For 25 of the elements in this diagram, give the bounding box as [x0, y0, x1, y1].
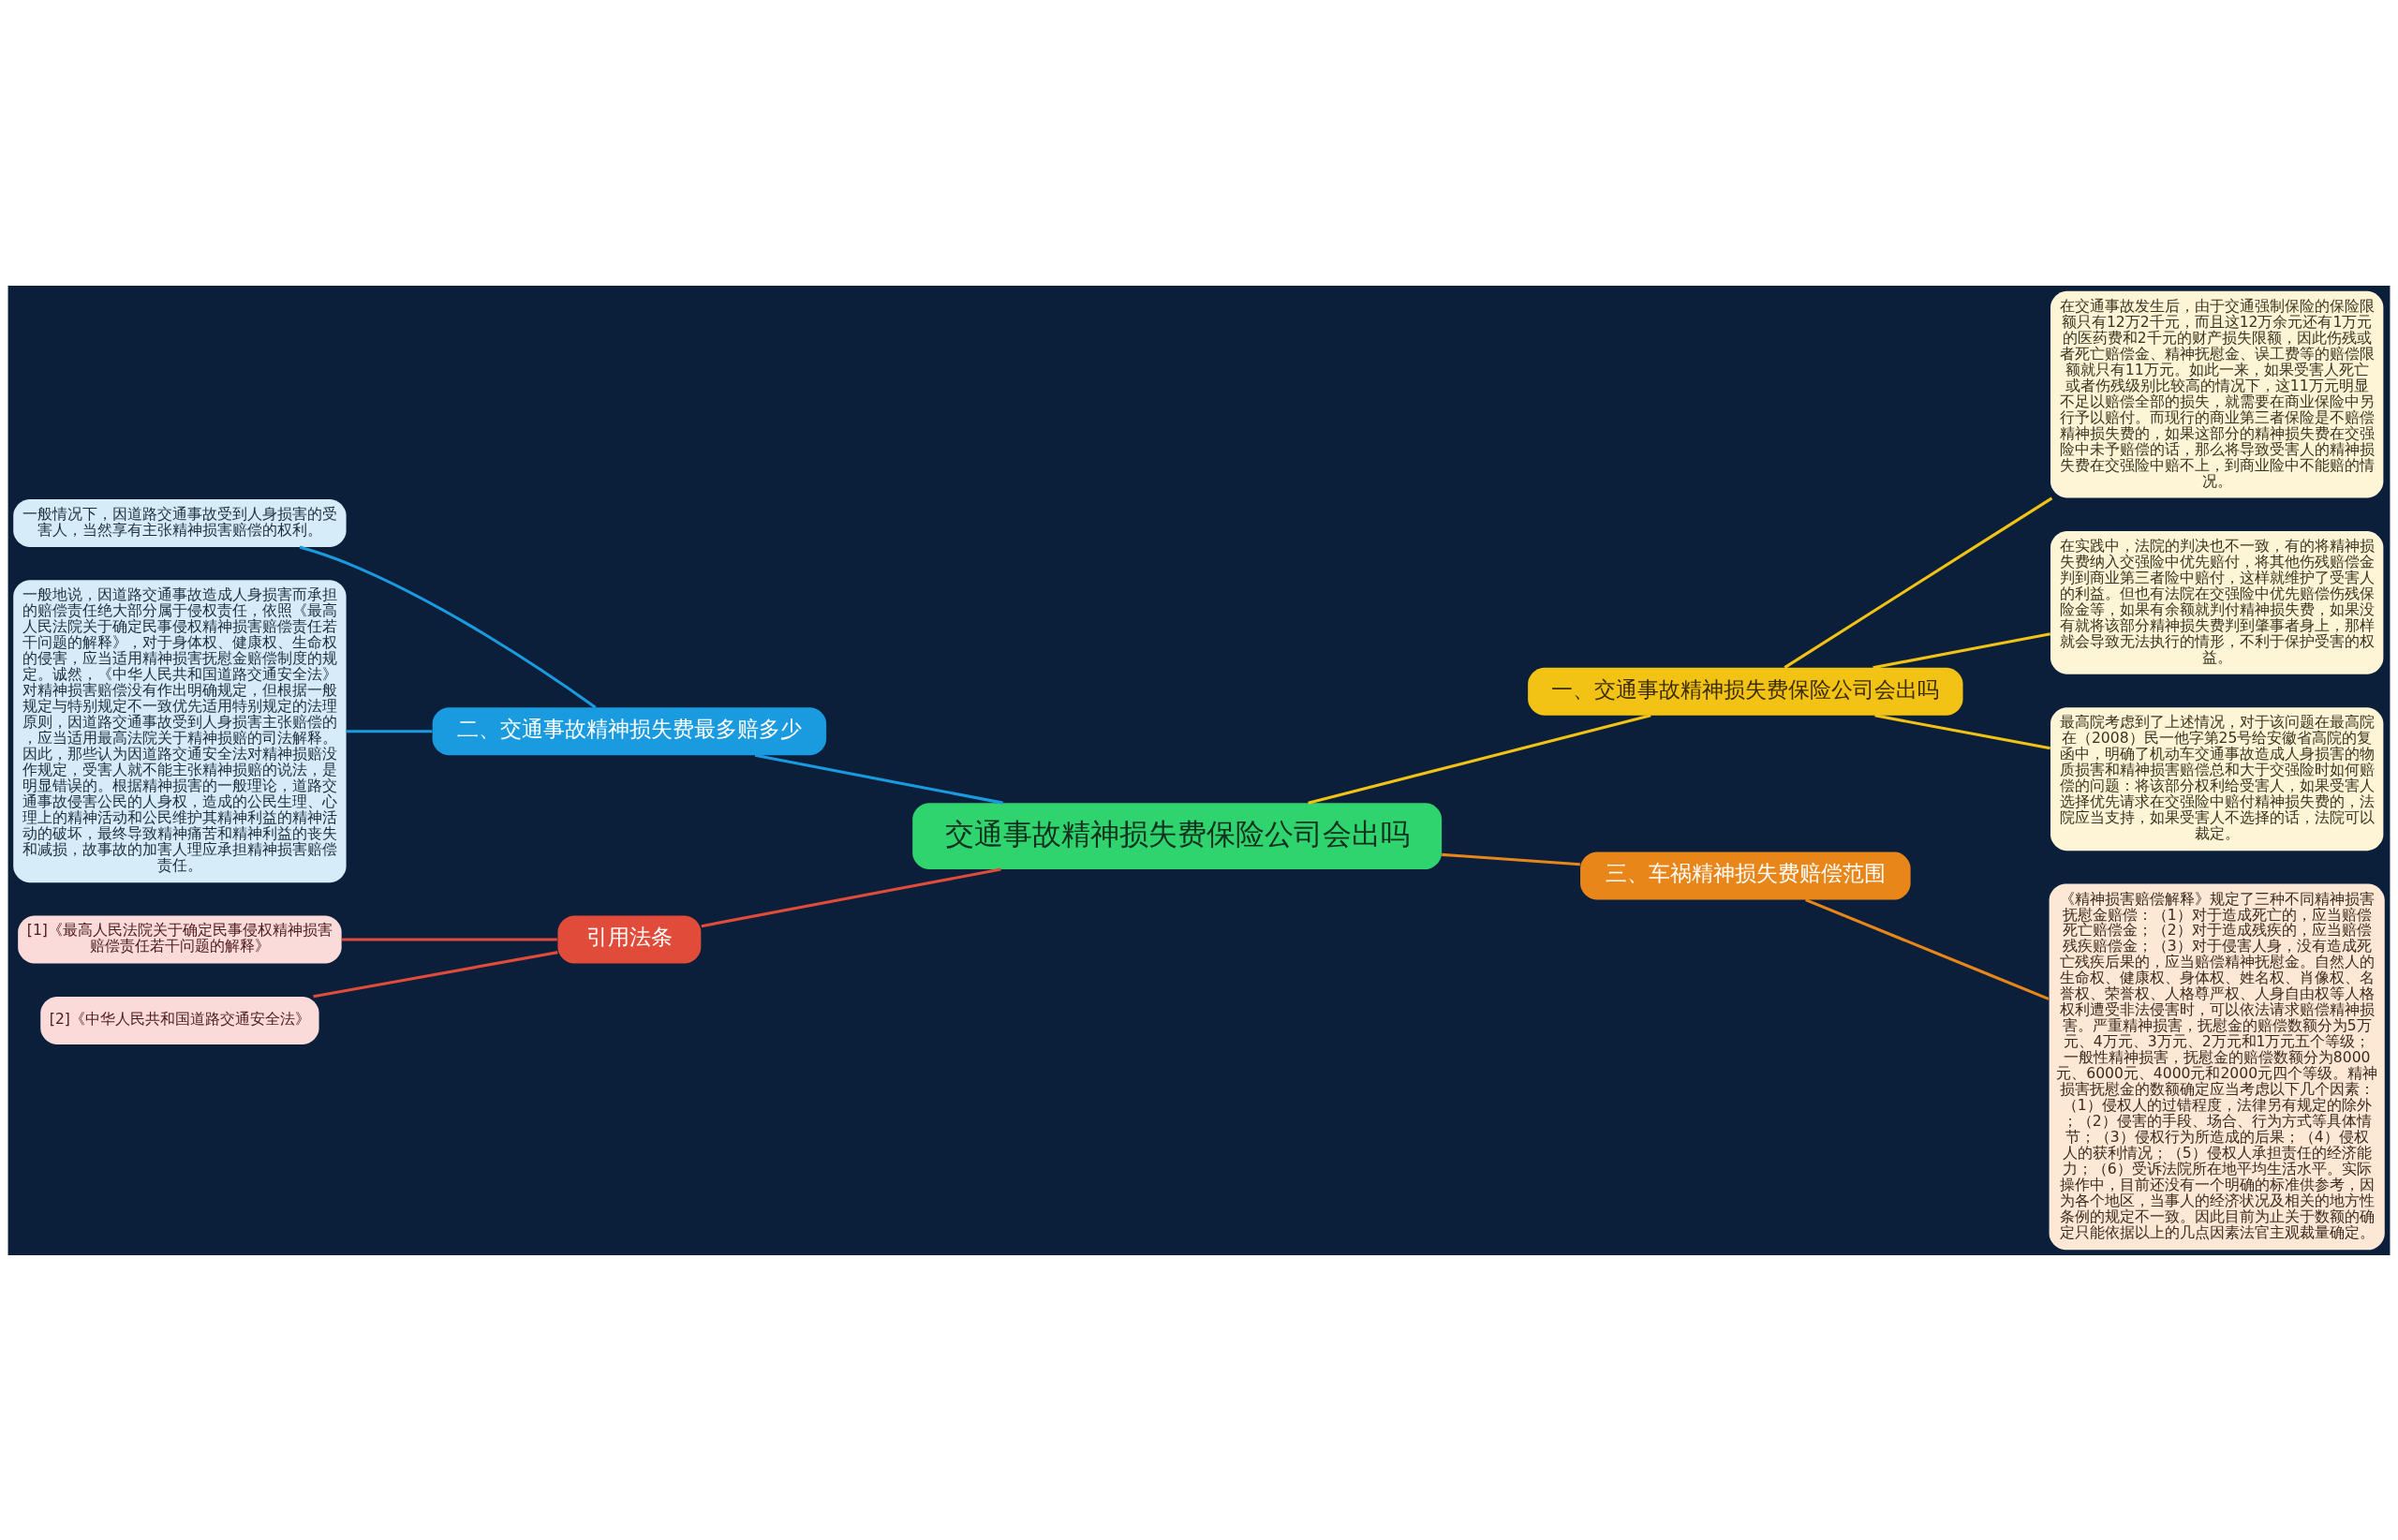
connector — [341, 937, 557, 941]
node-box: 在交通事故发生后，由于交通强制保险的保险限额只有12万2千元，而且这12万余元还有1万元的医药费和2千元的财产损失限额，因此伤残或者死亡赔偿金、精神抚慰金、误工费等的赔偿限额就只有11万元。如此一来，如果受害人死亡或者伤残级别比较高的情况下，这11万元明显不足以赔偿全部的损失，就需要在商业保险中另行予以赔付。而现行的商业第三者保险是不赔偿精神损失费的，如果这部分的精神损失费在交强险中未予赔偿的话，那么将导致受害人的精神损失费在交强险中赔不上，到商业险中不能赔的情况。 — [2050, 290, 2384, 498]
node-box: 一般地说，因道路交通事故造成人身损害而承担的赔偿责任绝大部分属于侵权责任，依照《最高人民法院关于确定民事侵权精神损害赔偿责任若干问题的解释》，对于身体权、健康权、生命权的侵害，应当适用精神损害抚慰金赔偿制度的规定。诚然，《中华人民共和国道路交通安全法》对精神损害赔偿没有作出明确规定，但根据一般规定与特别规定不一致优先适用特别规定的法理原则，因道路交通事故受到人身损害主张赔偿的，应当适用最高法院关于精神损赔的司法解释。因此，那些认为因道路交通安全法对精神损赔没作规定，受害人就不能主张精神损赔的说法，是明显错误的。根据精神损害的一般理论，道路交通事故侵害公民的人身权，造成的公民生理、心理上的精神活动和公民维护其精神利益的精神活动的破坏，最终导致精神痛苦和精神利益的丧失和减损，故事故的加害人理应承担精神损害赔偿责任。 — [13, 579, 347, 882]
node-box: 三、车祸精神损失费赔偿范围 — [1580, 851, 1911, 900]
connector — [346, 729, 433, 733]
node-box: [2]《中华人民共和国道路交通安全法》 — [40, 996, 319, 1044]
connector — [1805, 897, 2050, 1000]
connector — [1784, 496, 2053, 669]
node-box: 在实践中，法院的判决也不一致，有的将精神损失费纳入交强险中优先赔付，将其他伤残赔偿金判到商业第三者险中赔付，这样就维护了受害人的利益。但也有法院在交强险中优先赔偿伤残保险金等，如果有余额就判付精神损失费，如果没有就将该部分精神损失费判到肇事者身上，那样就会导致无法执行的情形，不利于保护受害的权益。 — [2050, 530, 2384, 674]
connector — [299, 545, 597, 708]
node-box: 二、交通事故精神损失费最多赔多少 — [432, 706, 827, 755]
connector — [1874, 713, 2050, 749]
connector — [754, 753, 1003, 805]
node-box: 最高院考虑到了上述情况，对于该问题在最高院在（2008）民一他字第25号给安徽省高院的复函中，明确了机动车交通事故造成人身损害的物质损害和精神损害赔偿总和大于交强险时如何赔偿的问题：将该部分权利给受害人，如果受害人选择优先请求在交强险中赔付精神损失费的，法院应当支持，如果受害人不选择的话，法院可以裁定。 — [2050, 706, 2384, 851]
connector — [701, 867, 1001, 927]
node-box: 一、交通事故精神损失费保险公司会出吗 — [1528, 667, 1963, 716]
connector — [313, 950, 558, 998]
node-box: 交通事故精神损失费保险公司会出吗 — [912, 802, 1443, 869]
node-box: 《精神损害赔偿解释》规定了三种不同精神损害抚慰金赔偿：（1）对于造成死亡的，应当赔偿死亡赔偿金；（2）对于造成残疾的，应当赔偿残疾赔偿金；（3）对于侵害人身，没有造成死亡残疾后果的，应当赔偿精神抚慰金。自然人的生命权、健康权、身体权、姓名权、肖像权、名誉权、荣誉权、人格尊严权、人身自由权等人格权利遭受非法侵害时，可以依法请求赔偿精神损害。严重精神损害，抚慰金的赔偿数额分为5万元、4万元、3万元、2万元和1万元五个等级；一般性精神损害，抚慰金的赔偿数额分为8000元、6000元、4000元和2000元四个等级。精神损害抚慰金的数额确定应当考虑以下几个因素：（1）侵权人的过错程度，法律另有规定的除外；（2）侵害的手段、场合、行为方式等具体情节；（3）侵权行为所造成的后果；（4）侵权人的获利情况；（5）侵权人承担责任的经济能力；（6）受诉法院所在地平均生活水平。实际操作中，目前还没有一个明确的标准供参考，因为各个地区，当事人的经济状况及相关的地方性条例的规定不一致。因此目前为止关于数额的确定只能依据以上的几点因素法官主观裁量确定。 — [2049, 883, 2385, 1250]
connector — [1308, 713, 1651, 805]
connector — [1442, 852, 1580, 866]
node-box: 一般情况下，因道路交通事故受到人身损害的受害人，当然享有主张精神损害赔偿的权利。 — [13, 498, 347, 547]
node-box: 引用法条 — [557, 915, 702, 963]
node-box: [1]《最高人民法院关于确定民事侵权精神损害赔偿责任若干问题的解释》 — [18, 915, 342, 963]
connector — [1873, 631, 2051, 669]
